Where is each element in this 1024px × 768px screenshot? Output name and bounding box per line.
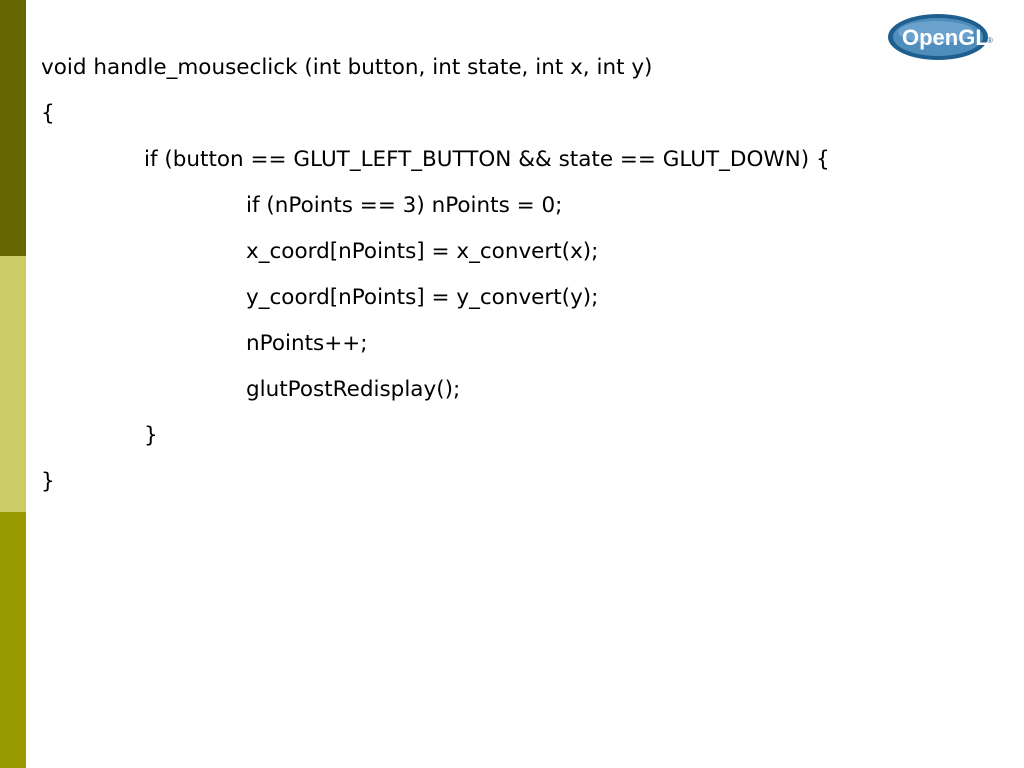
code-line-increment: nPoints++; [246,331,368,356]
code-line-close-if-brace: } [144,423,158,448]
code-line-function-signature: void handle_mouseclick (int button, int … [41,55,653,80]
opengl-logo-icon: OpenGL ® [888,14,993,60]
opengl-logo: OpenGL ® [886,12,998,62]
code-line-x-coord: x_coord[nPoints] = x_convert(x); [246,239,599,264]
sidebar-segment-top [0,0,26,256]
logo-text: OpenGL [902,25,989,50]
code-line-redisplay: glutPostRedisplay(); [246,377,461,402]
code-line-close-function-brace: } [41,469,55,494]
logo-registered-mark: ® [987,36,993,45]
code-line-y-coord: y_coord[nPoints] = y_convert(y); [246,285,599,310]
code-line-reset-points: if (nPoints == 3) nPoints = 0; [246,193,563,218]
sidebar-segment-middle [0,256,26,512]
code-line-open-brace: { [41,101,55,126]
sidebar-segment-bottom [0,512,26,768]
decorative-sidebar [0,0,26,768]
code-line-if-condition: if (button == GLUT_LEFT_BUTTON && state … [144,147,830,172]
